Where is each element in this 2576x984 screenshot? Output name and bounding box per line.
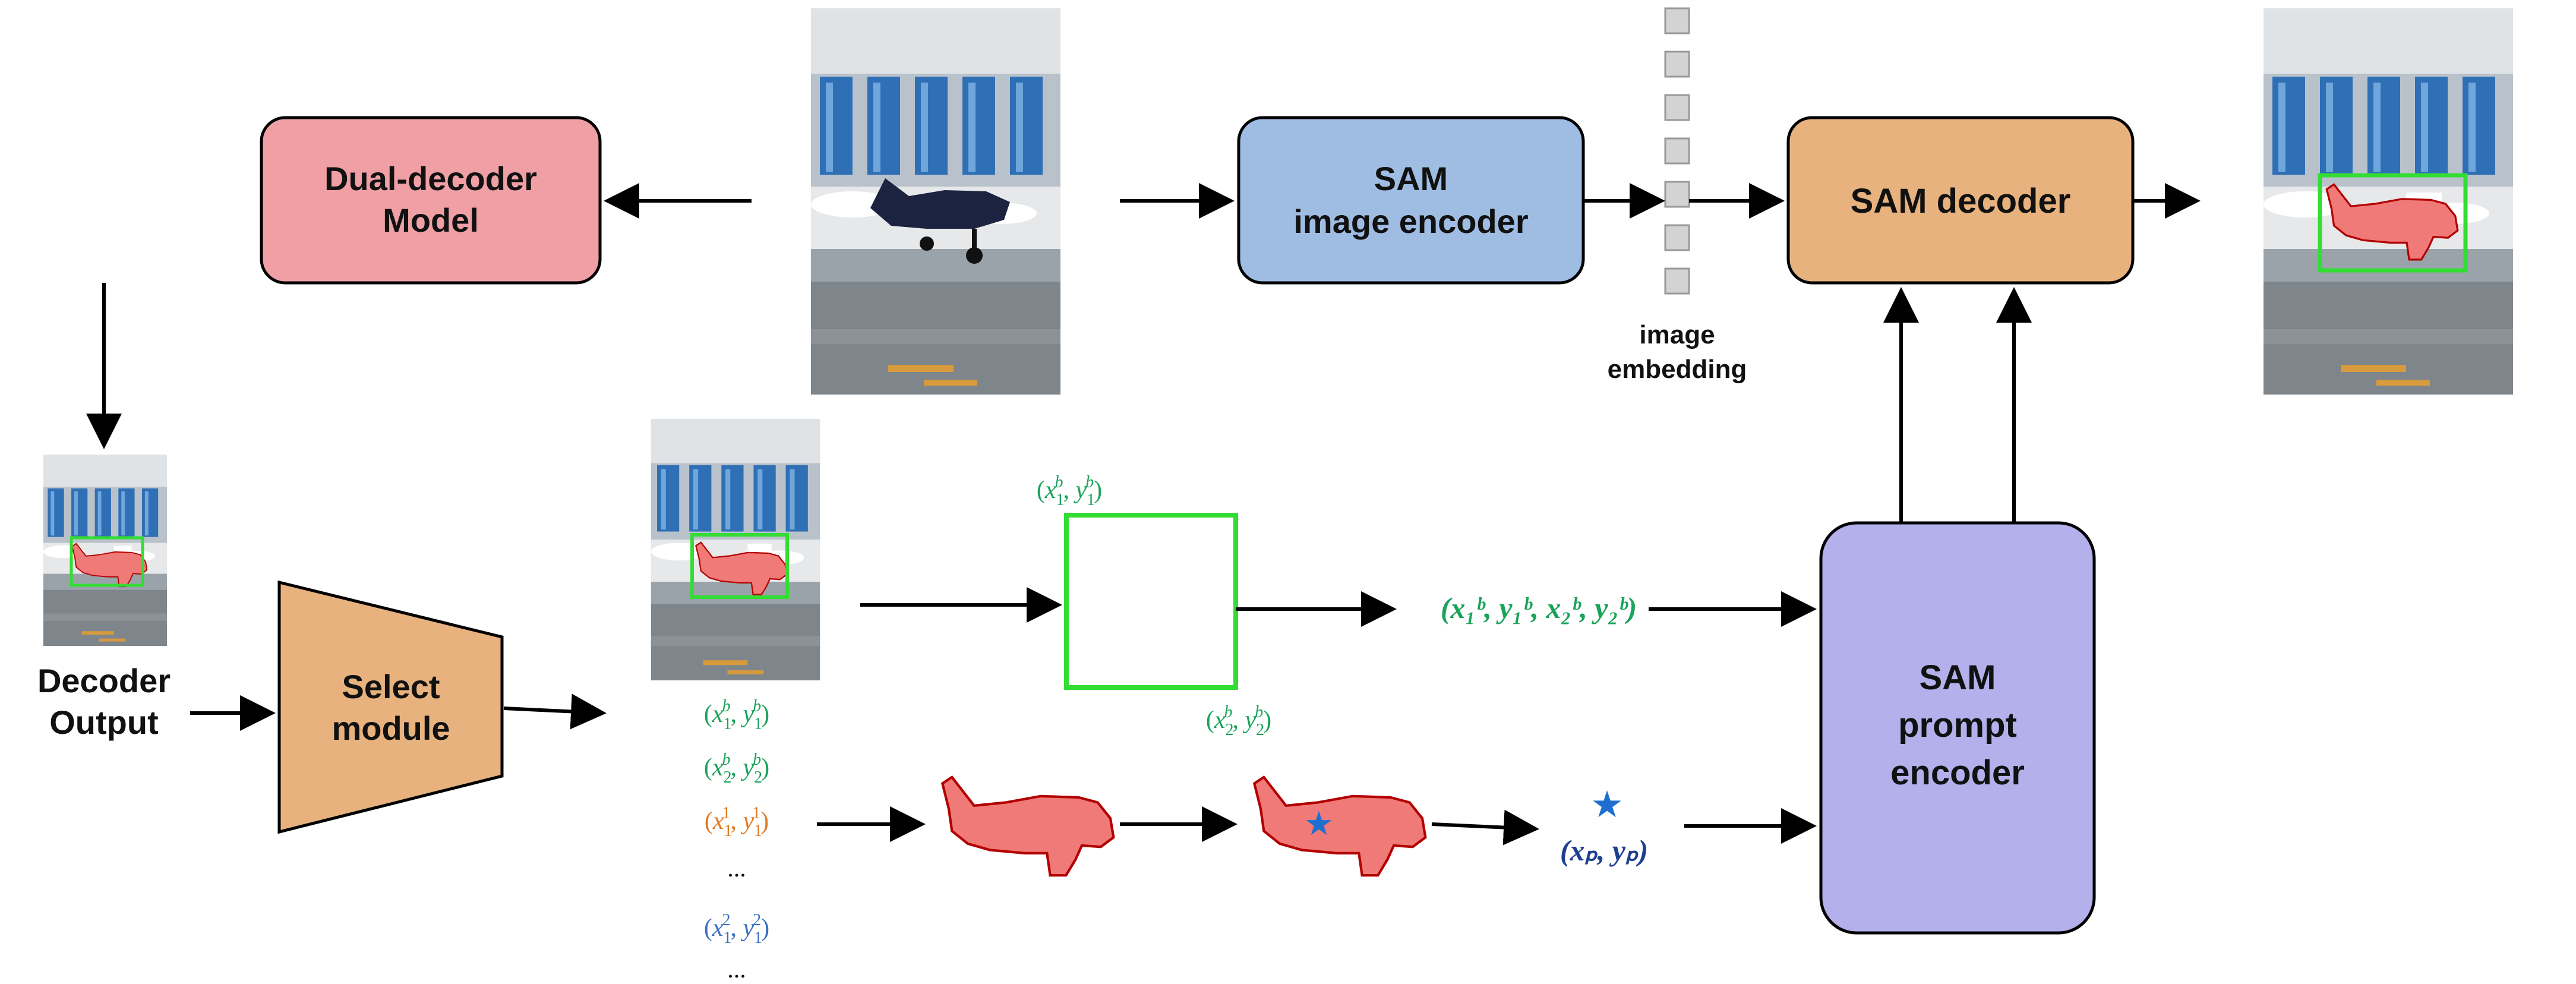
output-image (2264, 8, 2513, 395)
list-item-2: (x2b, y2b) (704, 750, 769, 787)
arrow-mask-2-to-point (1431, 809, 1539, 846)
list-item-4: (x12, y12) (704, 911, 769, 947)
input-image (811, 8, 1060, 395)
list-ellipsis-1: ... (727, 855, 746, 882)
sam-prompt-encoder-node: SAM prompt encoder (1819, 521, 2096, 935)
decoder-output-image (43, 455, 168, 646)
output-bbox (2318, 173, 2468, 273)
point-star-icon: ★ (1590, 784, 1624, 825)
select-module-node: Select module (277, 580, 504, 834)
bbox-prompt: (x1b, y1b) (x2b, y2b) (1037, 473, 1271, 739)
sam-prompt-encoder-line3: encoder (1890, 753, 2025, 792)
list-item-3: (x11, y11) (705, 804, 769, 840)
candidate-prompt-list: (x1b, y1b) (x2b, y2b) (x11, y11) ... (x1… (704, 697, 769, 983)
bbox-bottom-right-label: (x2b, y2b) (1206, 703, 1271, 739)
sam-image-encoder-node: SAM image encoder (1237, 116, 1585, 285)
point-prompt-coordinates: (xₚ, yₚ) (1560, 834, 1648, 867)
dual-decoder-model-node: Dual-decoder Model (260, 116, 602, 285)
select-module-line1: Select (342, 668, 440, 705)
list-ellipsis-2: ... (727, 956, 746, 983)
sam-decoder-label: SAM decoder (1851, 182, 2071, 220)
sam-image-encoder-line2: image encoder (1293, 203, 1528, 240)
sam-prompt-encoder-line1: SAM (1920, 658, 1996, 697)
box-prompt-coordinates: (x₁ᵇ, y₁ᵇ, x₂ᵇ, y₂ᵇ) (1441, 591, 1637, 625)
flow-arrows (86, 183, 2201, 846)
image-embedding-label-line1: image (1639, 320, 1715, 349)
image-embedding-tokens (1664, 7, 1690, 295)
decoder-output-label-line2: Output (49, 704, 158, 741)
mask-shape-2: ★ (1254, 777, 1425, 875)
decoder-output-bbox (70, 536, 144, 587)
sam-prompt-encoder-line2: prompt (1898, 706, 2017, 745)
dual-decoder-label-line1: Dual-decoder (324, 160, 537, 197)
dual-decoder-label-line2: Model (383, 201, 479, 239)
selected-bbox (690, 533, 789, 599)
bbox-square (1064, 513, 1238, 690)
sam-image-encoder-line1: SAM (1374, 160, 1448, 197)
bbox-top-left-label: (x1b, y1b) (1037, 473, 1102, 509)
list-item-1: (x1b, y1b) (704, 697, 769, 733)
star-icon: ★ (1304, 805, 1334, 842)
decoder-output-label-line1: Decoder (37, 662, 171, 699)
arrow-select-to-selected-image (503, 693, 607, 730)
image-embedding-label-line2: embedding (1608, 355, 1747, 384)
sam-decoder-node: SAM decoder (1786, 116, 2135, 285)
dark-airplane-icon (870, 178, 1010, 264)
mask-shape-1 (942, 777, 1113, 875)
selected-image (651, 419, 820, 680)
select-module-line2: module (332, 709, 450, 747)
